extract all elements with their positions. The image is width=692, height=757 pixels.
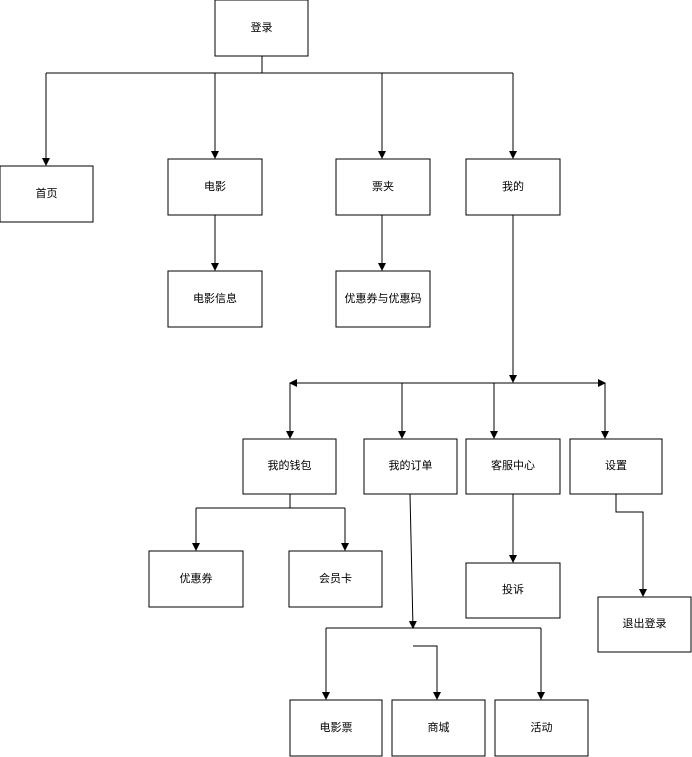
node-label: 首页 (36, 186, 58, 200)
node-label: 我的钱包 (268, 458, 312, 472)
node-home: 首页 (0, 165, 94, 223)
node-activity: 活动 (494, 699, 589, 757)
node-label: 客服中心 (491, 458, 535, 472)
connector-wallet-bus (196, 494, 345, 509)
node-label: 会员卡 (319, 572, 352, 585)
node-coupon: 优惠券 (148, 550, 244, 608)
node-movie-info: 电影信息 (167, 270, 263, 328)
node-label: 商城 (428, 720, 450, 734)
node-member-card: 会员卡 (288, 550, 383, 608)
node-label: 我的订单 (389, 458, 433, 472)
node-settings: 设置 (569, 438, 663, 495)
node-logout: 退出登录 (597, 596, 692, 653)
node-my-wallet: 我的钱包 (242, 438, 337, 495)
node-my-orders: 我的订单 (363, 438, 458, 495)
node-movie-ticket: 电影票 (289, 699, 383, 757)
node-login: 登录 (214, 0, 309, 57)
node-label: 我的 (502, 179, 524, 193)
node-coupon-code: 优惠券与优惠码 (335, 270, 431, 328)
node-label: 活动 (531, 721, 553, 734)
connectors (42, 56, 647, 700)
node-label: 优惠券 (180, 571, 213, 585)
node-ticket-folder: 票夹 (335, 158, 431, 216)
connector-settings-logout (615, 494, 647, 597)
node-label: 投诉 (502, 582, 524, 596)
connector-orders-trunk (408, 493, 417, 629)
node-mine: 我的 (465, 158, 561, 216)
node-label: 票夹 (372, 180, 394, 193)
node-label: 电影 (204, 180, 226, 193)
connector-orders-mall (413, 645, 441, 700)
node-mall: 商城 (391, 699, 486, 757)
node-label: 优惠券与优惠码 (345, 291, 422, 305)
node-movie: 电影 (167, 158, 263, 216)
node-label: 退出登录 (623, 616, 667, 630)
node-label: 电影票 (320, 721, 353, 734)
node-complaint: 投诉 (465, 562, 561, 619)
node-label: 设置 (605, 459, 627, 472)
node-label: 登录 (251, 20, 273, 34)
node-label: 电影信息 (193, 291, 237, 305)
node-customer-service: 客服中心 (465, 438, 561, 495)
